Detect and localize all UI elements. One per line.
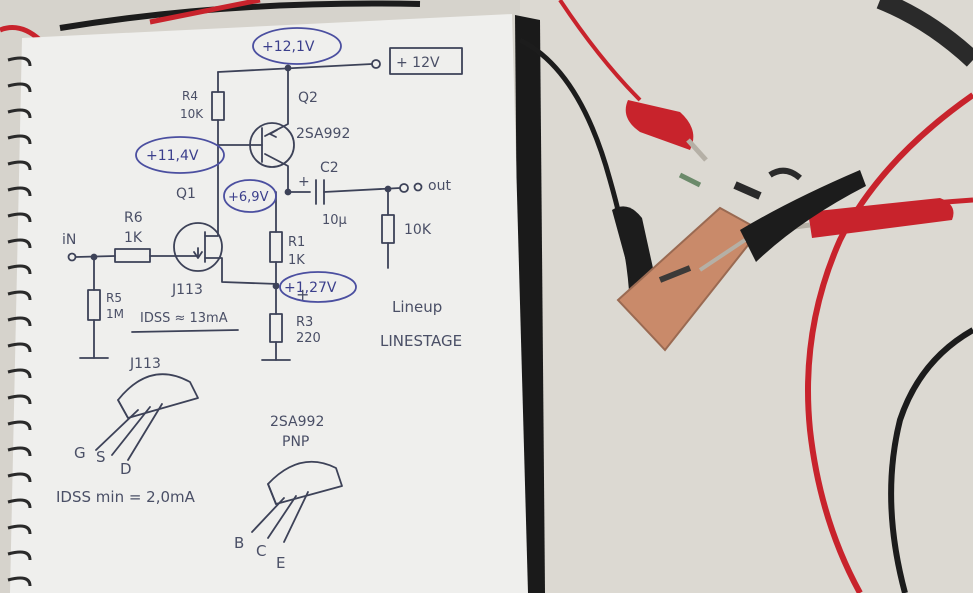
c2-value: 10μ: [322, 213, 347, 228]
r4-value: 10K: [180, 107, 204, 121]
svg-text:+: +: [298, 174, 310, 190]
jfet-part-number: J113: [171, 282, 203, 298]
c2-label: C2: [320, 160, 339, 176]
q2-label: Q2: [298, 90, 318, 106]
jfet-pin-s: S: [96, 448, 106, 466]
output-label: out: [428, 178, 451, 194]
supply-label: + 12V: [396, 55, 440, 71]
r5-label: R5: [106, 291, 122, 305]
q2-part-number: 2SA992: [296, 126, 350, 142]
pnp-pin-c: C: [256, 542, 266, 560]
r1-label: R1: [288, 235, 305, 250]
red-wire-upper: [558, 0, 642, 102]
load-resistor-value: 10K: [404, 222, 432, 238]
red-wire-right: [805, 92, 973, 593]
jfet-pinout-drawing: [95, 373, 199, 461]
r6-label: R6: [124, 210, 143, 226]
jfet-idss-min-note: IDSS min = 2,0mA: [56, 488, 196, 506]
supply-box: [389, 47, 463, 75]
r6-value: 1K: [124, 230, 143, 246]
svg-text:+: +: [296, 285, 309, 304]
pnp-pin-e: E: [276, 554, 285, 572]
pnp-pinout-title: 2SA992: [270, 414, 324, 430]
r4-label: R4: [182, 89, 198, 103]
dark-cable-corner: [876, 0, 973, 67]
node-circle-q2-emitter: [135, 136, 225, 174]
pnp-pinout-drawing: [251, 460, 343, 543]
q2-collector-voltage: +6,9V: [228, 190, 269, 205]
r3-value: 220: [296, 331, 321, 346]
source-node-voltage: +1,27V: [284, 280, 337, 296]
pnp-type-label: PNP: [282, 434, 309, 450]
q1-label: Q1: [176, 186, 196, 202]
title-linestage: LINESTAGE: [380, 332, 462, 350]
jfet-pin-g: G: [74, 444, 86, 462]
node-circle-q2-collector: [223, 179, 277, 213]
black-wire-top: [59, 0, 421, 31]
red-wire-top: [149, 0, 261, 25]
black-wire-right: [888, 327, 973, 593]
supply-node-voltage: +12,1V: [262, 39, 315, 55]
red-alligator-clip-top: [625, 100, 708, 162]
jfet-pinout-title: J113: [129, 356, 161, 372]
r3-label: R3: [296, 315, 313, 330]
spiral-binding: [7, 56, 32, 587]
idss-note: IDSS ≈ 13mA: [140, 311, 228, 326]
q2-emitter-voltage: +11,4V: [146, 148, 199, 164]
r1-value: 1K: [288, 253, 305, 268]
black-alligator-clip-right: [698, 170, 866, 272]
title-lineup: Lineup: [392, 298, 442, 316]
node-circle-source: [279, 271, 357, 303]
notebook-page: [10, 14, 528, 593]
jfet-pin-d: D: [120, 460, 132, 478]
pnp-pin-b: B: [234, 534, 244, 552]
schematic-wiring: [67, 59, 423, 361]
input-label: iN: [62, 232, 76, 248]
r5-value: 1M: [106, 307, 124, 321]
node-circle-supply: [252, 27, 342, 65]
